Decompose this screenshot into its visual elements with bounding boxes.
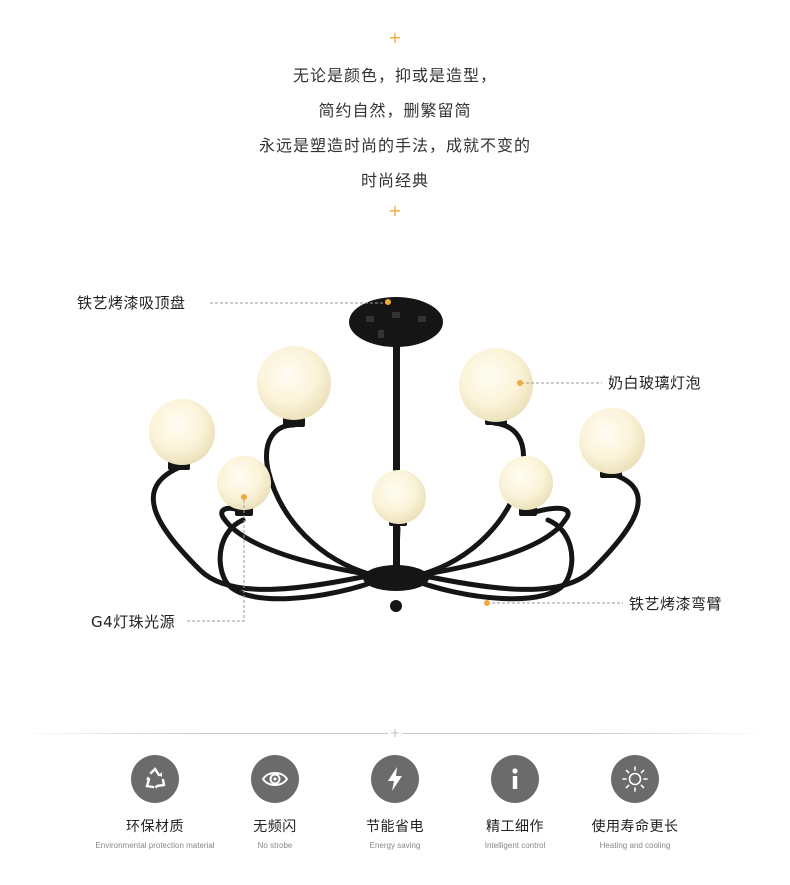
feature-title: 无频闪 — [253, 819, 297, 835]
finial — [390, 600, 402, 612]
feature-row: 环保材质 Environmental protection material 无… — [95, 755, 715, 875]
info-icon — [491, 755, 539, 803]
top-ornament: + — [388, 28, 402, 47]
intro-line-3: 永远是塑造时尚的手法，成就不变的 — [258, 136, 531, 155]
feature-energy-saving: 节能省电 Energy saving — [335, 755, 455, 851]
feature-eco-material: 环保材质 Environmental protection material — [95, 755, 215, 851]
feature-subtitle: No strobe — [257, 841, 293, 850]
intro-line-1: 无论是颜色，抑或是造型， — [292, 66, 497, 85]
arms — [150, 420, 641, 602]
callout-canopy: 铁艺烤漆吸顶盘 — [77, 294, 186, 312]
feature-subtitle: Intelligent control — [484, 841, 546, 850]
center-stem — [393, 340, 400, 570]
feature-subtitle: Energy saving — [369, 841, 421, 850]
recycle-icon — [131, 755, 179, 803]
intro-line-4: 时尚经典 — [360, 171, 429, 190]
feature-title: 使用寿命更长 — [591, 819, 679, 835]
feature-craftsmanship: 精工细作 Intelligent control — [455, 755, 575, 851]
feature-title: 节能省电 — [366, 819, 424, 835]
callout-dots — [241, 299, 523, 606]
bottom-ornament: + — [388, 201, 402, 220]
feature-title: 环保材质 — [126, 819, 184, 835]
feature-long-life: 使用寿命更长 Heating and cooling — [575, 755, 695, 851]
intro-text: 无论是颜色，抑或是造型， 简约自然，删繁留简 永远是塑造时尚的手法，成就不变的 … — [0, 58, 790, 198]
leader-lines — [187, 302, 623, 622]
lightning-icon — [371, 755, 419, 803]
eye-icon — [251, 755, 299, 803]
divider-ornament: + — [388, 726, 402, 740]
glass-globes — [149, 346, 645, 524]
sun-icon — [611, 755, 659, 803]
callout-light-source: G4灯珠光源 — [91, 613, 176, 631]
feature-title: 精工细作 — [486, 819, 544, 835]
center-hub — [363, 565, 429, 591]
feature-no-strobe: 无频闪 No strobe — [215, 755, 335, 851]
feature-subtitle: Heating and cooling — [599, 841, 671, 850]
callout-bulb: 奶白玻璃灯泡 — [608, 374, 702, 392]
intro-line-2: 简约自然，删繁留简 — [318, 101, 472, 120]
canopy — [349, 297, 443, 347]
callout-arm: 铁艺烤漆弯臂 — [629, 595, 723, 613]
feature-subtitle: Environmental protection material — [95, 841, 215, 850]
